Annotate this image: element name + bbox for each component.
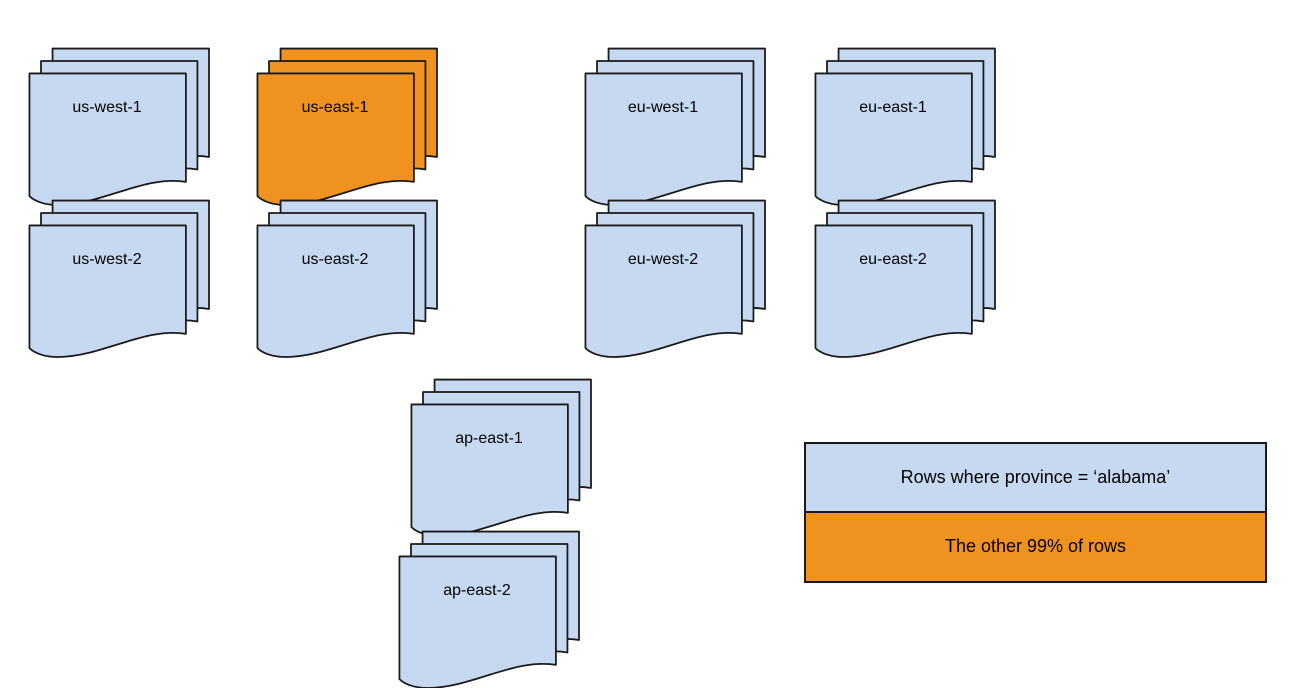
document-stack-us-east-2[interactable]: us-east-2 (247, 197, 467, 358)
document-sheet-3 (814, 72, 973, 206)
legend-row-matching: Rows where province = ‘alabama’ (806, 444, 1265, 513)
document-sheet-3 (410, 403, 569, 537)
legend-label-other: The other 99% of rows (944, 536, 1127, 557)
document-stack-eu-west-1[interactable]: eu-west-1 (575, 45, 795, 206)
document-stack-shape (398, 530, 580, 688)
document-sheet-3 (28, 224, 187, 358)
document-sheet-3 (814, 224, 973, 358)
document-sheet-3 (256, 224, 415, 358)
document-sheet-3 (584, 224, 743, 358)
document-stack-shape (584, 199, 766, 358)
document-sheet-3 (398, 555, 557, 688)
document-stack-shape (814, 199, 996, 358)
document-sheet-3 (584, 72, 743, 206)
document-stack-shape (584, 47, 766, 206)
document-stack-shape (28, 47, 210, 206)
document-sheet-3 (28, 72, 187, 206)
document-sheet-3 (256, 72, 415, 206)
document-stack-eu-east-1[interactable]: eu-east-1 (805, 45, 1025, 206)
document-stack-shape (410, 378, 592, 537)
document-stack-us-east-1[interactable]: us-east-1 (247, 45, 467, 206)
document-stack-shape (814, 47, 996, 206)
legend-row-other: The other 99% of rows (806, 512, 1265, 581)
document-stack-us-west-2[interactable]: us-west-2 (19, 197, 239, 358)
legend: Rows where province = ‘alabama’ The othe… (804, 442, 1267, 583)
document-stack-ap-east-2[interactable]: ap-east-2 (389, 528, 609, 688)
document-stack-shape (256, 199, 438, 358)
document-stack-ap-east-1[interactable]: ap-east-1 (401, 376, 621, 537)
legend-label-matching: Rows where province = ‘alabama’ (900, 466, 1171, 487)
document-stack-shape (256, 47, 438, 206)
document-stack-us-west-1[interactable]: us-west-1 (19, 45, 239, 206)
document-stack-eu-east-2[interactable]: eu-east-2 (805, 197, 1025, 358)
document-stack-eu-west-2[interactable]: eu-west-2 (575, 197, 795, 358)
document-stack-shape (28, 199, 210, 358)
